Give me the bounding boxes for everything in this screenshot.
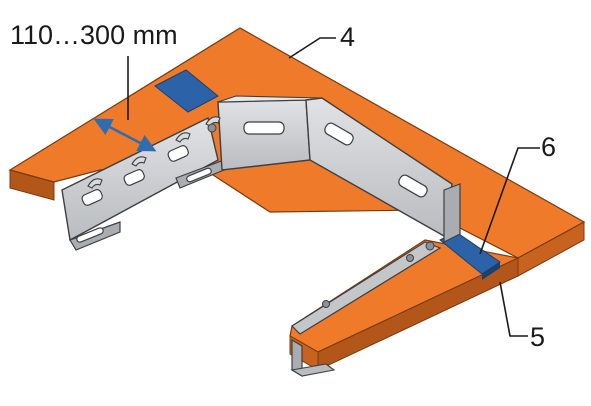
slot — [186, 167, 212, 183]
back-wall-slots — [243, 121, 428, 198]
leader-4 — [288, 37, 336, 59]
part-label-4: 4 — [340, 22, 355, 52]
rivet — [425, 241, 435, 251]
slot — [81, 189, 103, 206]
leader-5 — [499, 281, 528, 337]
bracket-lower-rail — [291, 241, 442, 335]
clips — [154, 69, 501, 280]
leader-6 — [479, 147, 540, 255]
leader-lines — [127, 37, 540, 337]
bracket-bottom-foot-base — [290, 363, 336, 377]
metal-bracket — [61, 95, 461, 378]
bracket-back-wall-1 — [217, 99, 311, 171]
rivet — [406, 254, 414, 262]
dimension-label: 110…300 mm — [10, 20, 178, 50]
part-label-6: 6 — [541, 132, 556, 162]
hook — [175, 132, 191, 143]
part-label-5: 5 — [530, 322, 545, 352]
clip-right-edge — [482, 262, 500, 280]
left-wall-slots — [76, 145, 212, 243]
slot — [123, 169, 145, 186]
left-wall-hooks — [87, 116, 221, 189]
rivet — [207, 123, 217, 133]
slot — [76, 227, 104, 243]
rivet — [322, 300, 330, 308]
hook — [87, 178, 103, 189]
clip-top-left — [154, 69, 219, 113]
slot — [167, 145, 189, 162]
slot — [324, 122, 354, 146]
hook — [131, 156, 147, 167]
slot — [243, 121, 285, 135]
double-arrow-icon — [93, 118, 157, 152]
slot — [398, 174, 428, 198]
bracket-rivets — [207, 123, 435, 308]
bracket-right-end — [443, 183, 461, 243]
